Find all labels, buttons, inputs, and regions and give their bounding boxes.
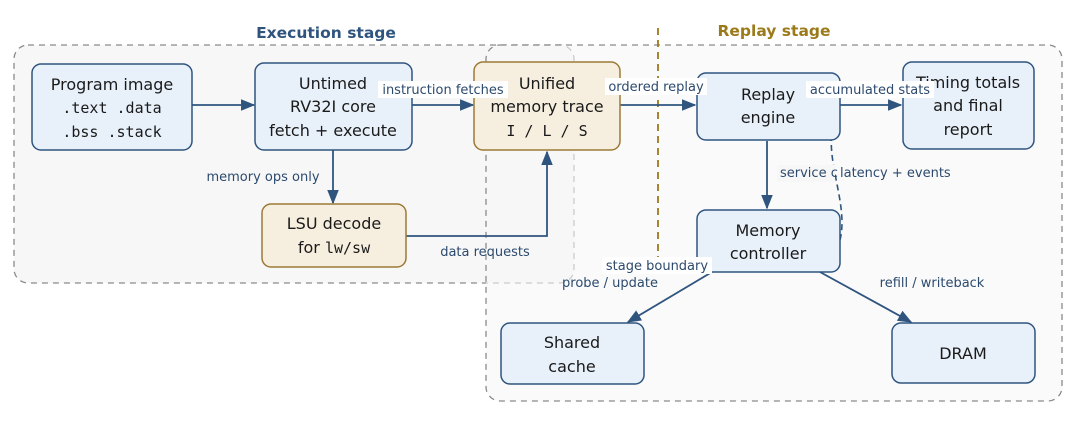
node-memory-controller: Memory controller xyxy=(696,209,841,273)
program-image-line-1: Program image xyxy=(51,75,173,94)
node-replay-engine: Replay engine xyxy=(696,72,841,141)
node-timing-report: Timing totals and final report xyxy=(902,61,1035,150)
lsu-opcodes: lw/sw xyxy=(325,239,371,257)
arrow-controller-to-cache xyxy=(626,271,713,323)
label-bg-ordered-replay xyxy=(605,78,707,95)
trace-line-1: Unified xyxy=(519,74,575,93)
label-data-requests: data requests xyxy=(440,245,530,260)
arrow-controller-to-dram xyxy=(819,271,913,323)
trace-line-2: memory trace xyxy=(490,97,603,116)
program-image-line-2: .text .data xyxy=(62,99,161,117)
cache-line-1: Shared xyxy=(544,333,600,352)
node-rv32i-core: Untimed RV32I core fetch + execute xyxy=(254,62,413,151)
label-bg-accumulated-stats xyxy=(806,81,934,98)
replay-line-1: Replay xyxy=(741,85,795,104)
node-memory-trace: Unified memory trace I / L / S xyxy=(473,61,621,151)
report-line-3: report xyxy=(944,120,993,139)
report-line-1: Timing totals xyxy=(915,73,1020,92)
lsu-for-text: for xyxy=(298,238,320,257)
lsu-line-2: for lw/sw xyxy=(298,238,371,257)
arrow-lsu-to-trace xyxy=(406,150,553,237)
lsu-line-1: LSU decode xyxy=(287,214,381,233)
label-probe-update: probe / update xyxy=(562,276,658,291)
label-bg-instruction-fetches xyxy=(378,81,508,98)
label-latency-events: latency + events xyxy=(840,166,951,181)
label-refill-writeback: refill / writeback xyxy=(880,276,985,291)
execution-stage-title: Execution stage xyxy=(256,24,396,42)
arrow-controller-to-replay-dashed xyxy=(828,110,843,241)
core-line-2: RV32I core xyxy=(290,97,376,116)
label-instruction-fetches: instruction fetches xyxy=(382,83,504,98)
label-service-c: service c xyxy=(780,166,838,181)
label-bg-service xyxy=(777,165,835,182)
controller-line-2: controller xyxy=(730,244,807,263)
dram-label: DRAM xyxy=(939,344,987,363)
label-accumulated-stats: accumulated stats xyxy=(810,83,930,98)
trace-line-3: I / L / S xyxy=(506,122,587,140)
core-line-1: Untimed xyxy=(299,74,367,93)
report-line-2: and final xyxy=(933,96,1003,115)
node-dram: DRAM xyxy=(891,322,1036,384)
program-image-line-3: .bss .stack xyxy=(62,123,161,141)
node-lsu-decode: LSU decode for lw/sw xyxy=(261,203,407,268)
core-line-3: fetch + execute xyxy=(269,121,397,140)
node-shared-cache: Shared cache xyxy=(500,322,645,385)
label-stage-boundary: stage boundary xyxy=(606,259,708,274)
cache-line-2: cache xyxy=(548,357,595,376)
label-memory-ops-only: memory ops only xyxy=(206,170,319,185)
replay-line-2: engine xyxy=(741,108,796,127)
node-program-image: Program image .text .data .bss .stack xyxy=(31,63,193,151)
controller-line-1: Memory xyxy=(735,221,800,240)
label-bg-stage-boundary xyxy=(602,257,712,274)
label-ordered-replay: ordered replay xyxy=(608,80,704,95)
replay-stage-title: Replay stage xyxy=(717,22,830,40)
